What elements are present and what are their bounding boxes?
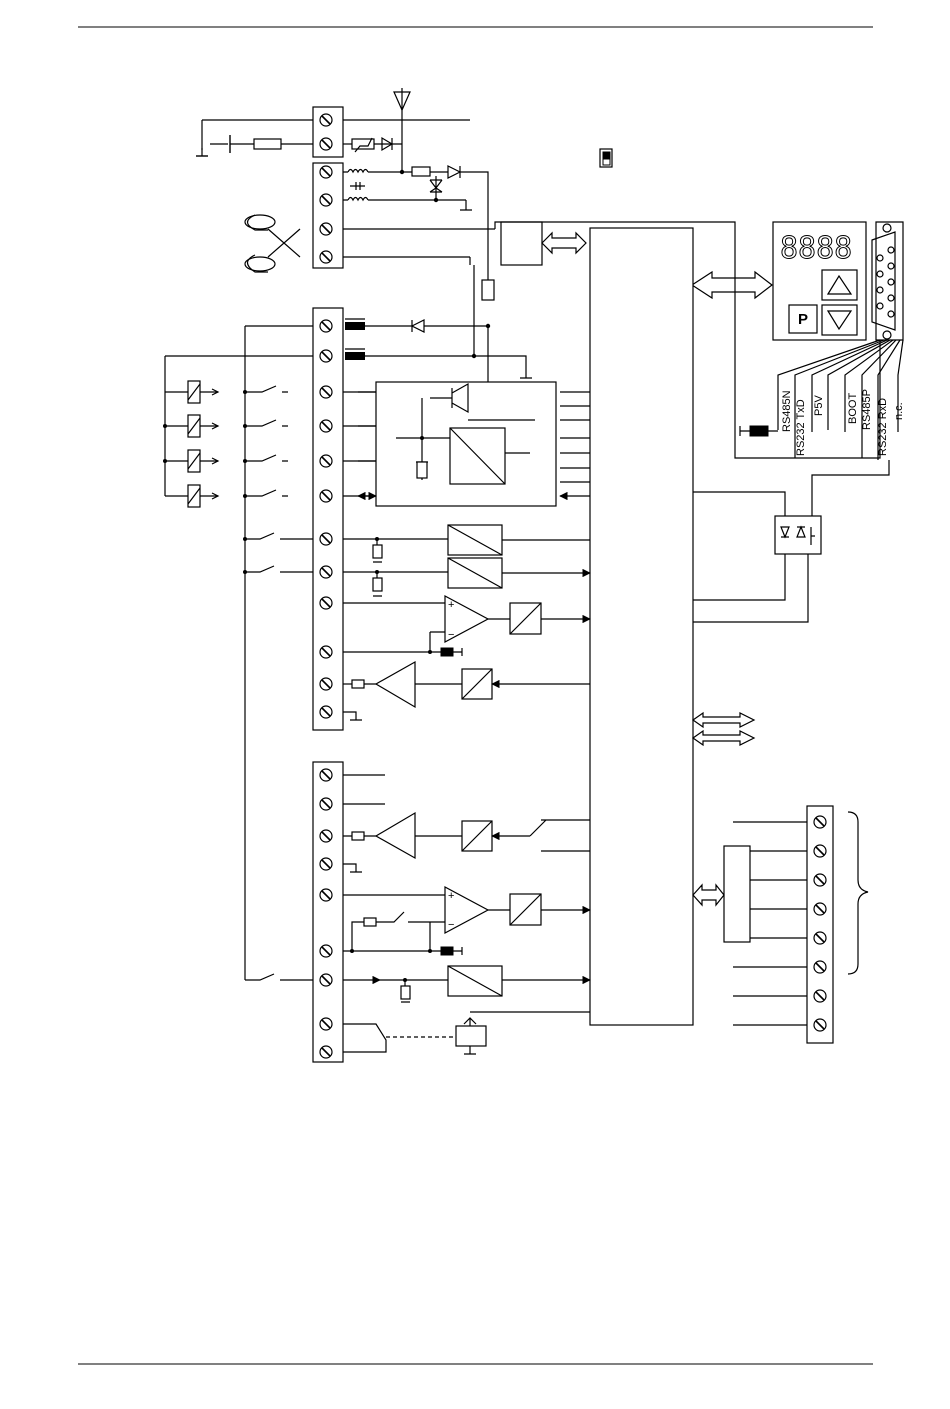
double-arrow-top xyxy=(542,233,586,253)
svg-text:−: − xyxy=(448,919,454,931)
svg-text:+: + xyxy=(448,890,454,902)
ground-icon xyxy=(196,148,208,156)
operator-panel: 8888 P xyxy=(773,222,866,340)
converter-icon xyxy=(448,558,502,588)
dsub-connector xyxy=(872,222,903,340)
converter-icon xyxy=(448,525,502,555)
up-key[interactable] xyxy=(822,270,857,300)
interface-box xyxy=(501,222,542,265)
opamp-icon xyxy=(376,662,415,707)
converter-icon xyxy=(448,966,502,996)
group-brace xyxy=(848,812,868,974)
svg-text:P: P xyxy=(798,311,808,328)
pin-label-rs232-txd: RS232 TxD xyxy=(795,399,807,456)
opamp-icon xyxy=(376,813,415,858)
double-arrow-bus xyxy=(693,731,754,745)
double-arrow-bus xyxy=(693,713,754,727)
expansion-terminal-block xyxy=(807,806,833,1043)
pin-label-boot: BOOT xyxy=(847,393,859,424)
expansion-module xyxy=(724,846,750,942)
controller-block xyxy=(590,228,693,1025)
relay-bank xyxy=(163,381,313,574)
relay-coil-icon xyxy=(188,450,200,472)
relay-coil-icon xyxy=(188,381,200,403)
choke-icon xyxy=(750,426,768,436)
pin-label-nc: n.c. xyxy=(893,402,905,420)
supply-section xyxy=(196,88,495,280)
svg-text:−: − xyxy=(448,629,454,641)
choke-icon xyxy=(345,319,365,330)
svg-text:+: + xyxy=(448,599,454,611)
pin-label-rs485p: RS485P xyxy=(861,389,873,430)
pin-label-p5v: P5V xyxy=(813,395,825,416)
choke-icon xyxy=(345,349,365,360)
down-key[interactable] xyxy=(822,305,857,335)
dip-switch-icon xyxy=(600,149,612,167)
pin-label-rs485n: RS485N xyxy=(781,390,793,432)
fuse xyxy=(254,139,281,149)
terminal-block-1 xyxy=(313,308,343,730)
relay-coil-icon xyxy=(456,1026,486,1046)
relay-coil-icon xyxy=(188,415,200,437)
double-arrow-display xyxy=(692,272,772,298)
double-arrow-expansion xyxy=(693,885,724,905)
seven-segment-display: 8888 xyxy=(780,231,852,266)
relay-coil-icon xyxy=(188,485,200,507)
pin-label-rs232-rxd: RS232 RxD xyxy=(877,398,889,456)
